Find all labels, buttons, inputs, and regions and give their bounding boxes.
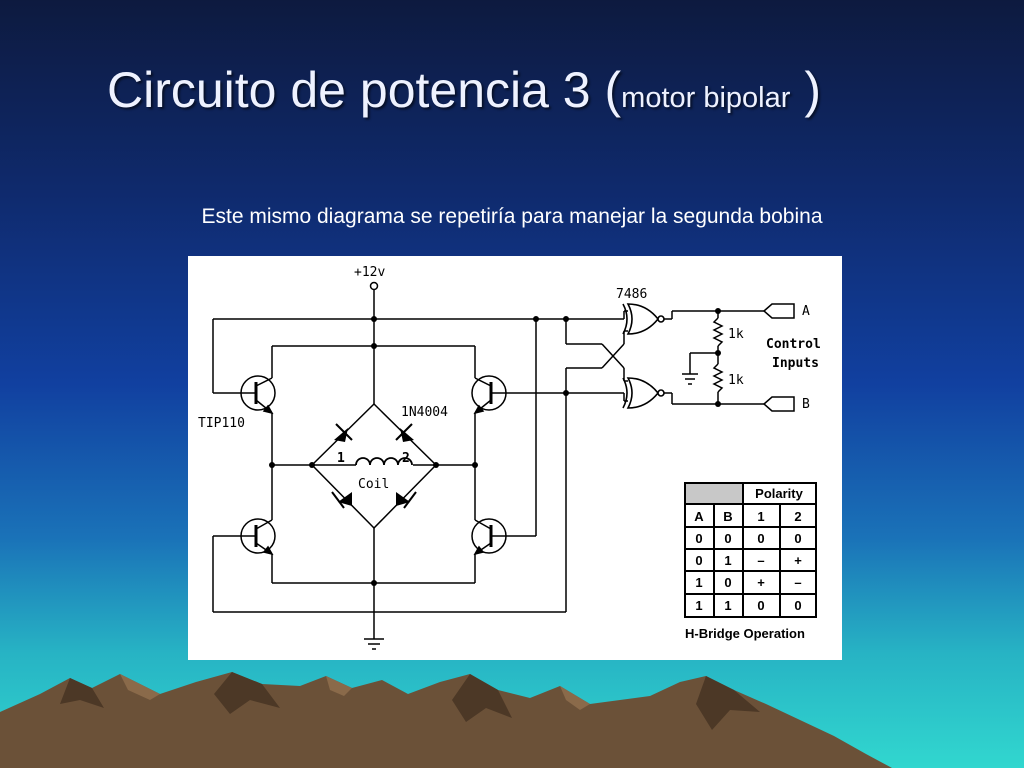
ground-icon-logic (682, 373, 698, 385)
table-grid (684, 482, 817, 618)
ground-icon (364, 638, 384, 650)
resistor-2-label: 1k (728, 373, 744, 388)
xor-gate-a-icon (622, 303, 665, 335)
table-cell: 0 (724, 575, 731, 590)
table-caption: H-Bridge Operation (685, 626, 805, 641)
mountain-shadow (452, 674, 512, 722)
table-cell: 1 (695, 575, 702, 590)
slide-subtitle: Este mismo diagrama se repetiría para ma… (201, 205, 823, 228)
mountain-highlight (560, 686, 590, 710)
transistor-q3-icon (471, 375, 508, 415)
table-cell: – (757, 553, 764, 568)
mountain-shadow (60, 678, 104, 708)
input-b-label: B (802, 397, 810, 412)
table-col-2: 2 (794, 509, 801, 524)
table-cell: 1 (695, 598, 702, 613)
title-end: ) (790, 62, 821, 118)
table-cell: 0 (794, 531, 801, 546)
table-cell: 0 (757, 598, 764, 613)
table-cell: 1 (724, 553, 731, 568)
table-cell: – (794, 575, 801, 590)
coil-pin1-label: 1 (337, 451, 345, 466)
table-col-b: B (723, 509, 732, 524)
h-bridge-diagram: +12v (188, 256, 842, 660)
table-header-polarity-cell (743, 483, 816, 504)
mountain-shadow (696, 676, 760, 730)
table-header-blank (685, 483, 743, 504)
table-cell: 0 (757, 531, 764, 546)
coil-icon (355, 457, 413, 466)
table-cell: 0 (695, 531, 702, 546)
table-cell: 0 (794, 598, 801, 613)
table-col-a: A (694, 509, 704, 524)
table-cell: + (757, 575, 765, 590)
transistor-q2-icon (240, 518, 276, 556)
diode-icons (334, 428, 414, 506)
diode-bars (331, 423, 417, 509)
truth-table: Polarity A B 1 2 0 0 0 0 0 1 – + 1 0 + –… (684, 482, 817, 641)
control-label-line1: Control (766, 337, 821, 352)
input-a-label: A (802, 304, 810, 319)
mountains-decoration (0, 672, 892, 768)
title-small: motor bipolar (621, 82, 791, 114)
title-main: Circuito de potencia 3 ( (107, 62, 622, 118)
coil-label: Coil (358, 477, 389, 492)
table-cell: 0 (724, 531, 731, 546)
control-label-line2: Inputs (772, 356, 819, 371)
resistor-1-label: 1k (728, 327, 744, 342)
coil-pin2-label: 2 (402, 451, 410, 466)
table-cell: 0 (695, 553, 702, 568)
wires (212, 289, 764, 639)
mountain-highlight (120, 674, 160, 700)
input-connector-icons (762, 303, 795, 412)
junction-dots (269, 308, 721, 586)
supply-terminal-icon (369, 281, 379, 291)
mountain-highlight (326, 676, 352, 696)
table-header-polarity: Polarity (755, 486, 803, 501)
gate-ic-label: 7486 (616, 287, 647, 302)
transistor-q4-icon (471, 518, 508, 556)
table-col-1: 1 (757, 509, 764, 524)
supply-label: +12v (354, 265, 385, 280)
transistor-q1-icon (240, 375, 276, 415)
xor-gate-b-icon (622, 377, 665, 409)
table-cell: + (794, 553, 802, 568)
slide-title: Circuito de potencia 3 (motor bipolar ) (107, 58, 821, 130)
circuit-svg: +12v (198, 265, 821, 650)
diode-label: 1N4004 (401, 405, 448, 420)
resistor-icons (712, 317, 724, 393)
mountain-shadow (214, 672, 280, 714)
table-cell: 1 (724, 598, 731, 613)
transistor-label: TIP110 (198, 416, 245, 431)
